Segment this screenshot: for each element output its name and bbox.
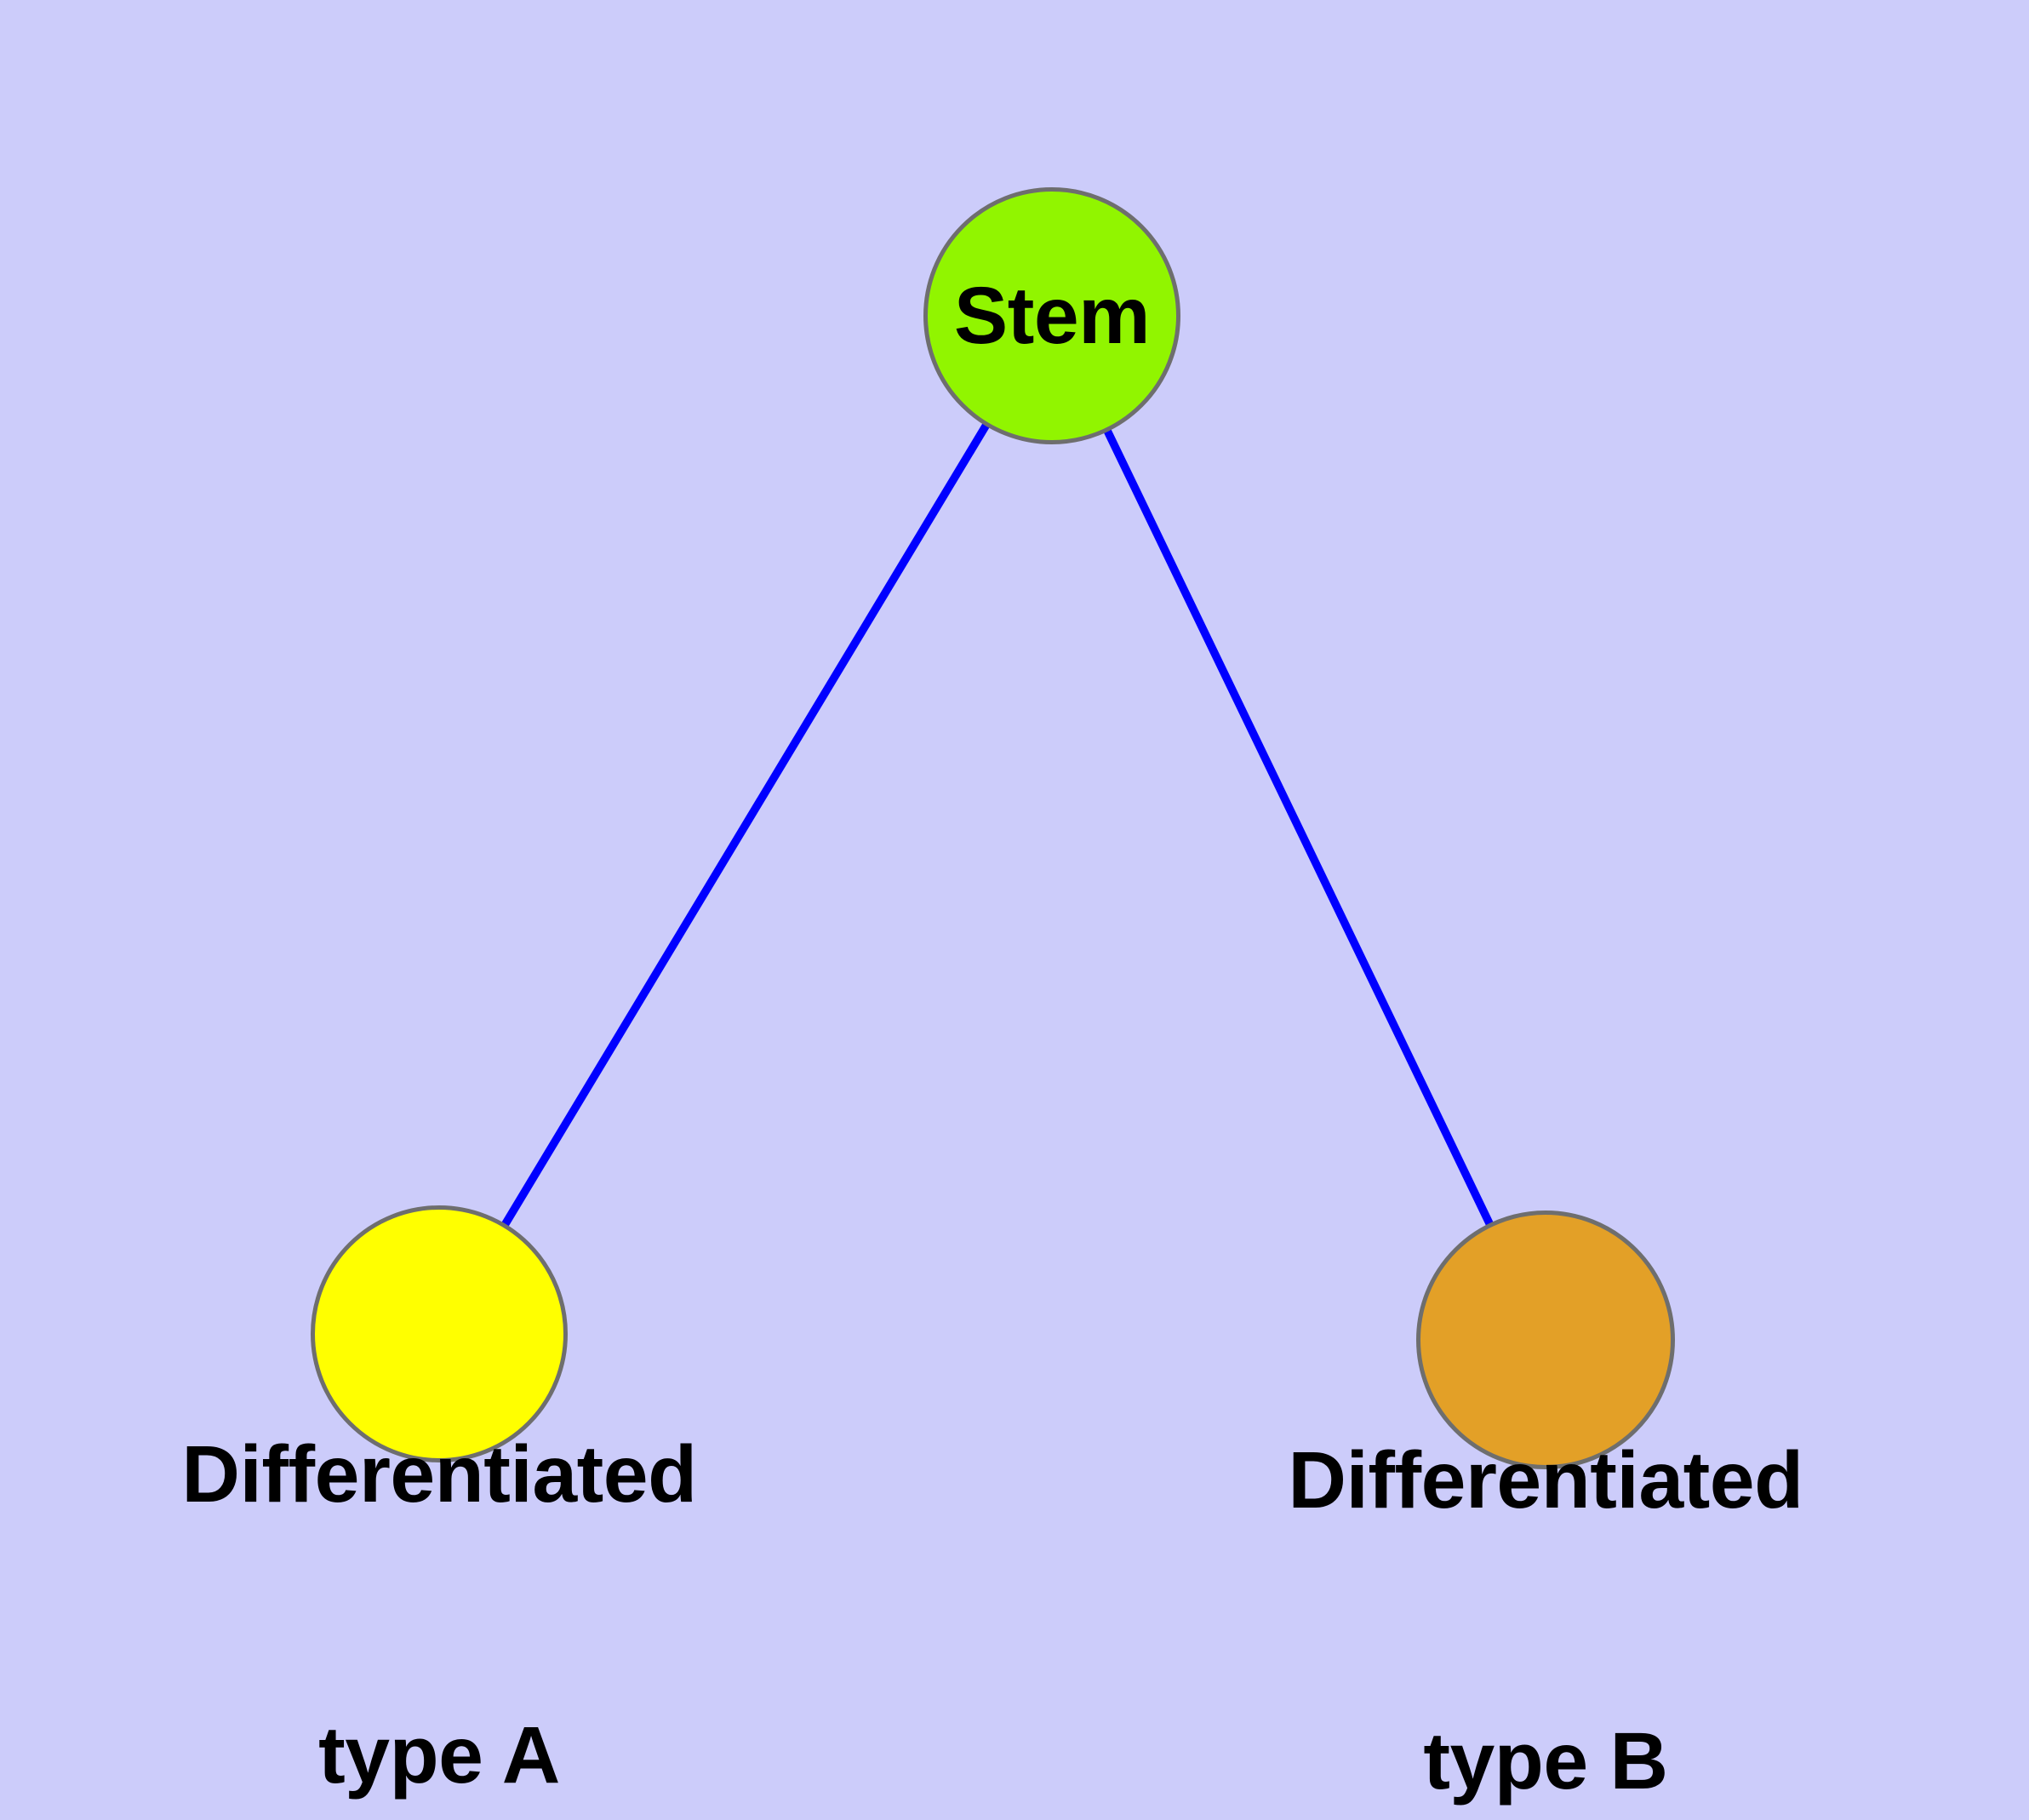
node-differentiated-type-b[interactable] xyxy=(1416,1210,1675,1469)
node-stem[interactable] xyxy=(923,187,1180,444)
edge-stem-to-diff-a xyxy=(435,313,1056,1336)
node-differentiated-type-a[interactable] xyxy=(311,1205,568,1462)
edge-stem-to-diff-b xyxy=(1048,313,1550,1342)
